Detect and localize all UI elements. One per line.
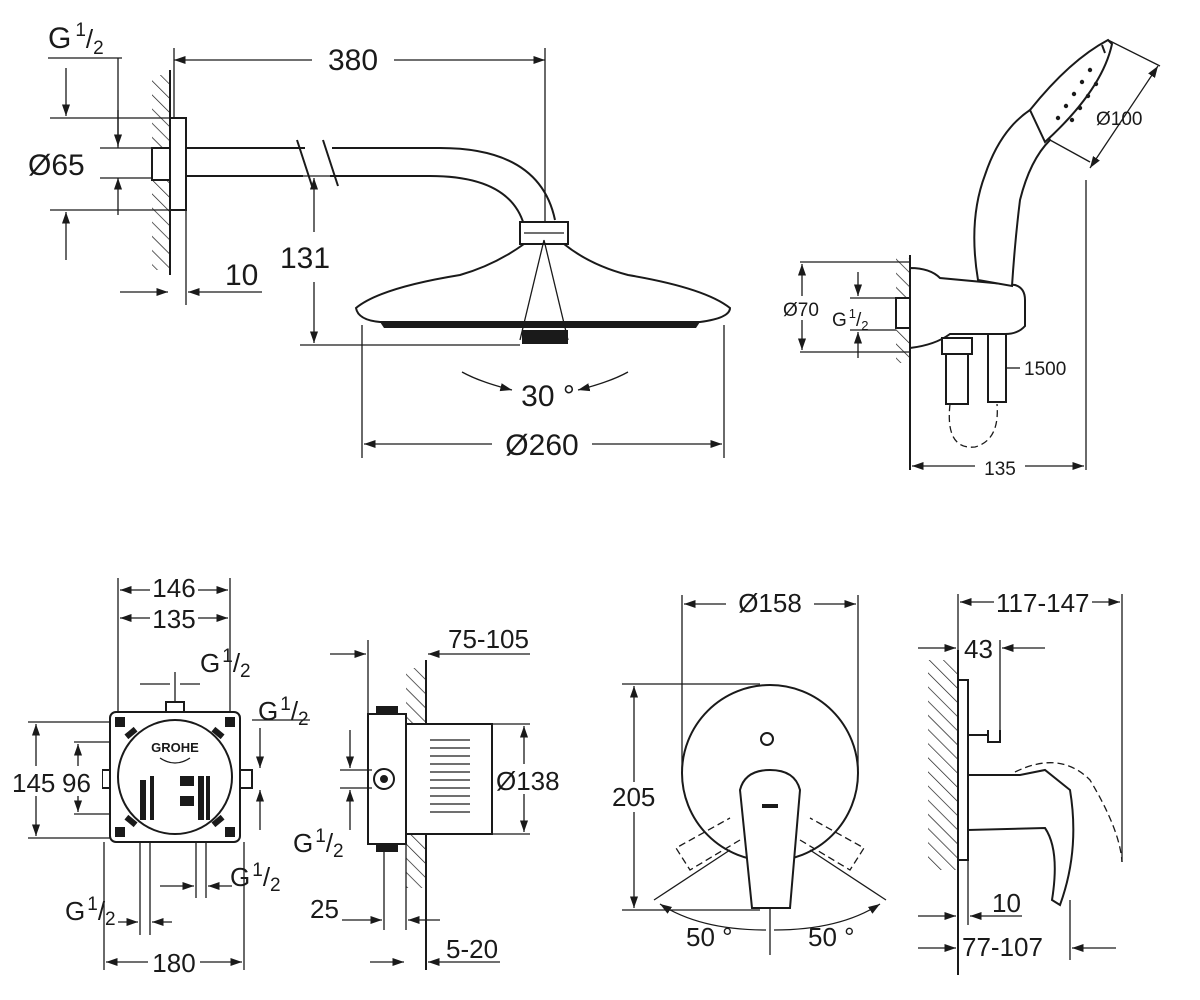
box-height-outer-label: 145 <box>12 768 55 798</box>
mixer-front: Ø158 205 50 ° 50 ° <box>608 588 887 955</box>
flange-diameter-label: Ø65 <box>28 149 85 182</box>
diverter-knob <box>760 732 774 746</box>
box-width-inner-label: 135 <box>152 604 195 634</box>
hand-head-diameter-label: Ø100 <box>1096 109 1142 130</box>
drop-height-label: 131 <box>280 242 330 275</box>
mixer-projection-label: 117-147 <box>996 588 1090 618</box>
hose-dashed <box>948 403 998 448</box>
hose-length-label: 1500 <box>1024 359 1066 380</box>
arm-length-label: 380 <box>328 44 378 77</box>
side-cartridge <box>405 723 493 835</box>
side-offset-label: 25 <box>310 894 339 924</box>
mixer-side: 117-147 43 10 77-107 <box>918 588 1123 975</box>
angle-right-label: 50 ° <box>808 922 855 952</box>
mixer-height-label: 205 <box>612 782 655 812</box>
side-body-diameter-label: Ø138 <box>496 766 560 796</box>
box-width-outer-label: 146 <box>152 573 195 603</box>
tilt-angle-label: 30 ° <box>521 380 575 413</box>
box-height-inner-label: 96 <box>62 768 91 798</box>
elbow-diameter-label: Ø70 <box>783 300 819 321</box>
angle-left-label: 50 ° <box>686 922 733 952</box>
wall-flange <box>169 117 187 211</box>
side-cover-plate <box>957 679 969 861</box>
hand-shower-handle <box>973 108 1052 288</box>
side-tile-range-label: 5-20 <box>446 934 498 964</box>
hand-projection-label: 135 <box>984 459 1016 480</box>
mixer-lever <box>738 768 802 909</box>
flange-depth-label: 10 <box>225 259 258 292</box>
diverter-depth-label: 43 <box>964 634 993 664</box>
shower-head-center <box>522 330 568 344</box>
plate-diameter-label: Ø158 <box>738 588 802 618</box>
side-install-depth-label: 75-105 <box>448 624 529 654</box>
shower-head <box>354 243 732 323</box>
lever-range-label: 77-107 <box>962 932 1043 962</box>
head-diameter-label: Ø260 <box>505 429 578 462</box>
wall-elbow-holder <box>909 266 1026 350</box>
box-overall-width-label: 180 <box>152 948 195 978</box>
brand-logo: GROHE <box>151 740 199 755</box>
side-lever <box>967 768 1075 907</box>
plate-depth-label: 10 <box>992 888 1021 918</box>
rough-in-body-circle <box>117 719 233 835</box>
hand-shower-head <box>1028 38 1114 144</box>
